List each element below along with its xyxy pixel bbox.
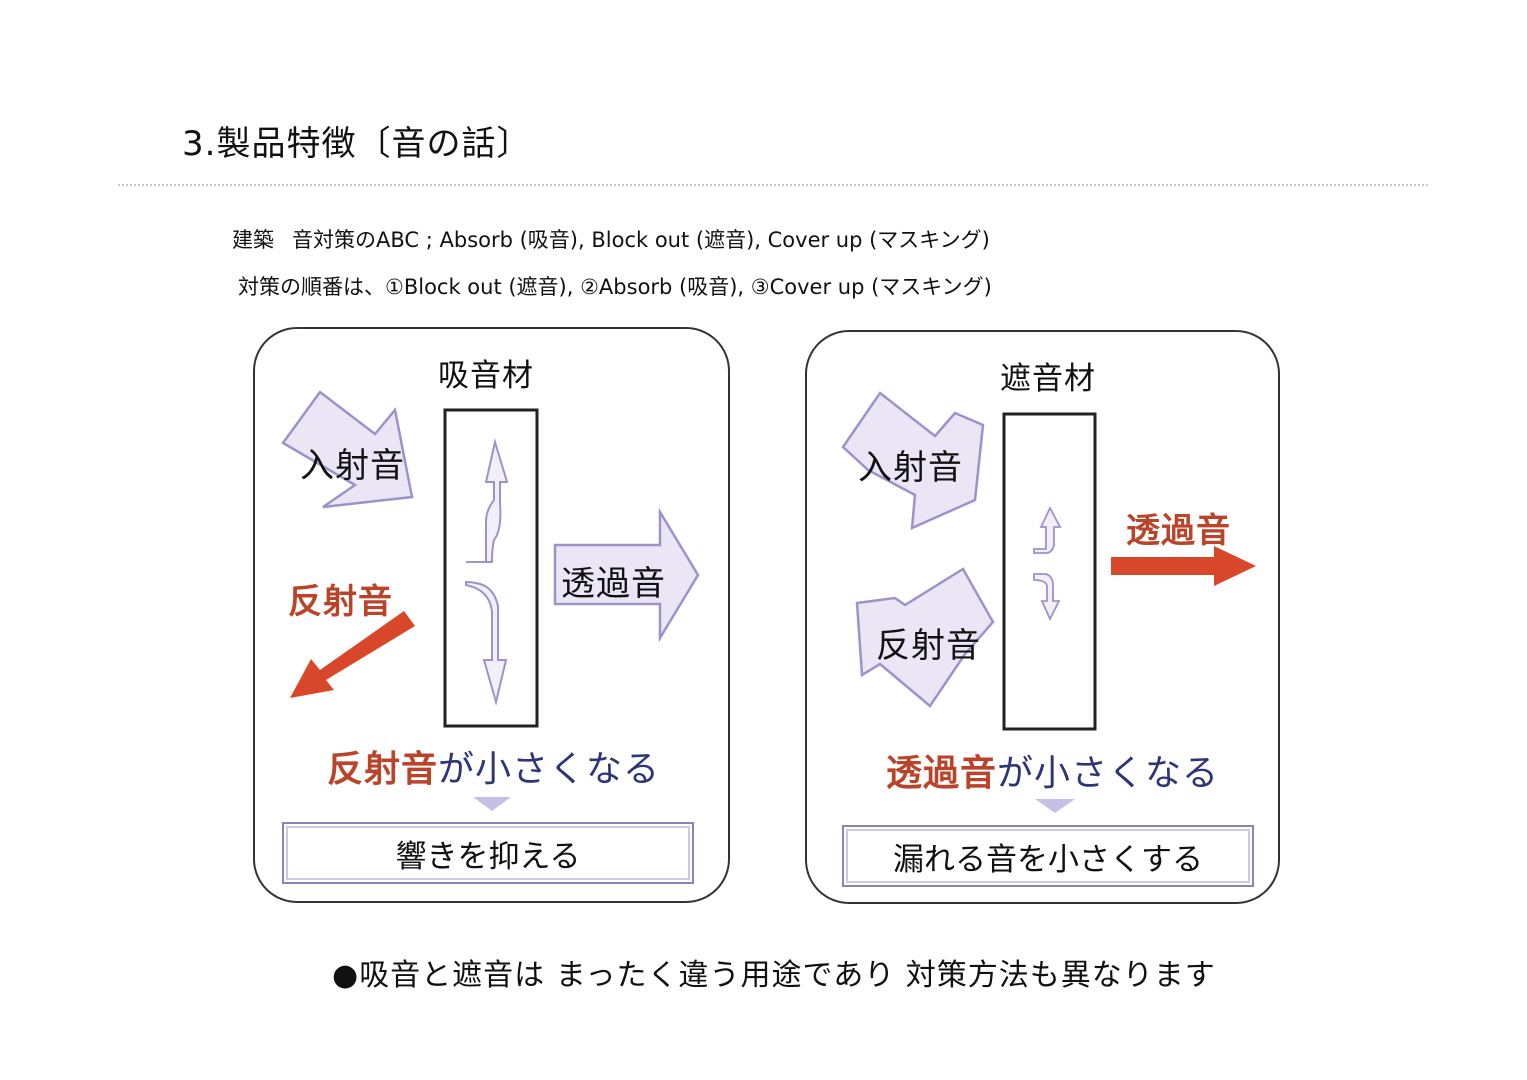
insulator-heading: 遮音材 — [1000, 361, 1096, 397]
title-divider — [118, 184, 1428, 186]
absorber-summary-highlight: 反射音 — [327, 749, 439, 790]
footer-note: ●吸音と遮音は まったく違う用途であり 対策方法も異なります — [332, 950, 1216, 994]
intro-line-1-prefix: 建築 — [232, 228, 274, 252]
incident-arrow-left — [281, 390, 414, 509]
reflected-label-left: 反射音 — [288, 582, 393, 622]
absorber-result-box: 響きを抑える — [282, 822, 694, 884]
page-title: 3.製品特徴〔音の話〕 — [182, 124, 532, 164]
insulator-result-text: 漏れる音を小さくする — [893, 841, 1203, 878]
insulator-summary: 透過音が小さくなる — [886, 744, 1219, 796]
reflected-arrow-right — [855, 567, 995, 708]
reflected-label-right: 反射音 — [876, 626, 981, 666]
footer-note-text: 吸音と遮音は まったく違う用途であり 対策方法も異なります — [359, 958, 1216, 993]
absorption-panel — [253, 327, 730, 903]
reflected-arrow-left — [290, 611, 415, 698]
result-pointer-left — [473, 797, 511, 811]
absorber-heading: 吸音材 — [438, 358, 534, 394]
intro-line-1-text: 音対策のABC ; Absorb (吸音), Block out (遮音), C… — [292, 228, 990, 252]
insulator-summary-rest: が小さくなる — [997, 753, 1220, 794]
absorber-summary-rest: が小さくなる — [438, 749, 661, 790]
transmitted-arrow-right — [1111, 546, 1256, 586]
insulator-summary-highlight: 透過音 — [886, 753, 998, 794]
internal-down-arrow-left — [465, 580, 508, 706]
internal-up-arrow-left — [466, 438, 509, 563]
transmitted-label-left: 透過音 — [561, 564, 666, 604]
absorber-summary: 反射音が小さくなる — [327, 740, 660, 792]
bullet-icon: ● — [332, 958, 360, 993]
incident-label-left: 入射音 — [300, 446, 405, 486]
absorber-result-text: 響きを抑える — [395, 838, 581, 875]
transmitted-label-right: 透過音 — [1126, 511, 1231, 551]
internal-down-arrow-right — [1033, 573, 1061, 622]
internal-up-arrow-right — [1033, 505, 1062, 554]
insulation-panel — [805, 330, 1280, 904]
transmitted-arrow-left — [553, 507, 700, 643]
intro-line-1: 建築音対策のABC ; Absorb (吸音), Block out (遮音),… — [232, 224, 990, 254]
intro-line-2: 対策の順番は、①Block out (遮音), ②Absorb (吸音), ③C… — [238, 275, 992, 299]
insulator-wall — [1002, 412, 1097, 731]
insulator-result-box: 漏れる音を小さくする — [842, 825, 1254, 887]
incident-label-right: 入射音 — [858, 448, 963, 488]
result-pointer-right — [1035, 799, 1075, 813]
incident-arrow-right — [841, 391, 985, 531]
